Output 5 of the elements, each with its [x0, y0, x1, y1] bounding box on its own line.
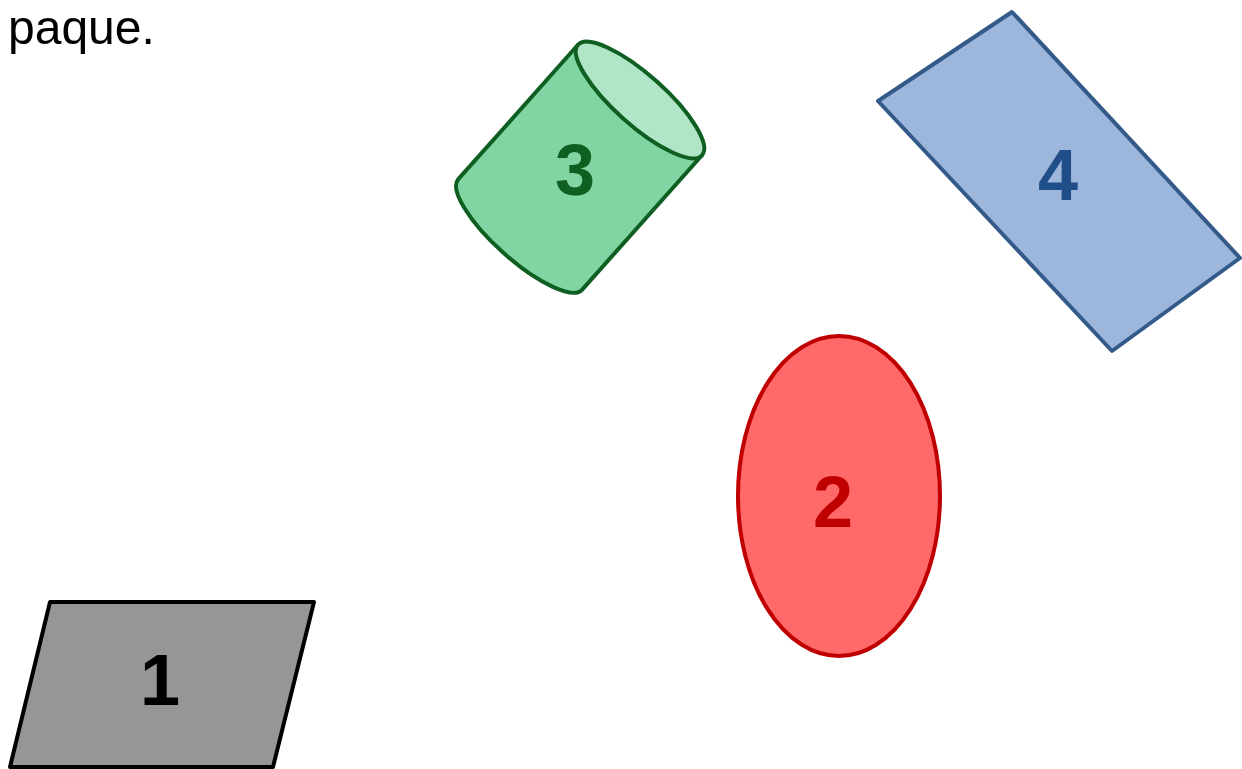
- shape-number: 4: [1038, 139, 1078, 211]
- shape-number: 3: [555, 134, 595, 206]
- shape-number: 1: [140, 644, 180, 716]
- shape-number: 2: [813, 466, 853, 538]
- note-text: paque.: [8, 4, 155, 52]
